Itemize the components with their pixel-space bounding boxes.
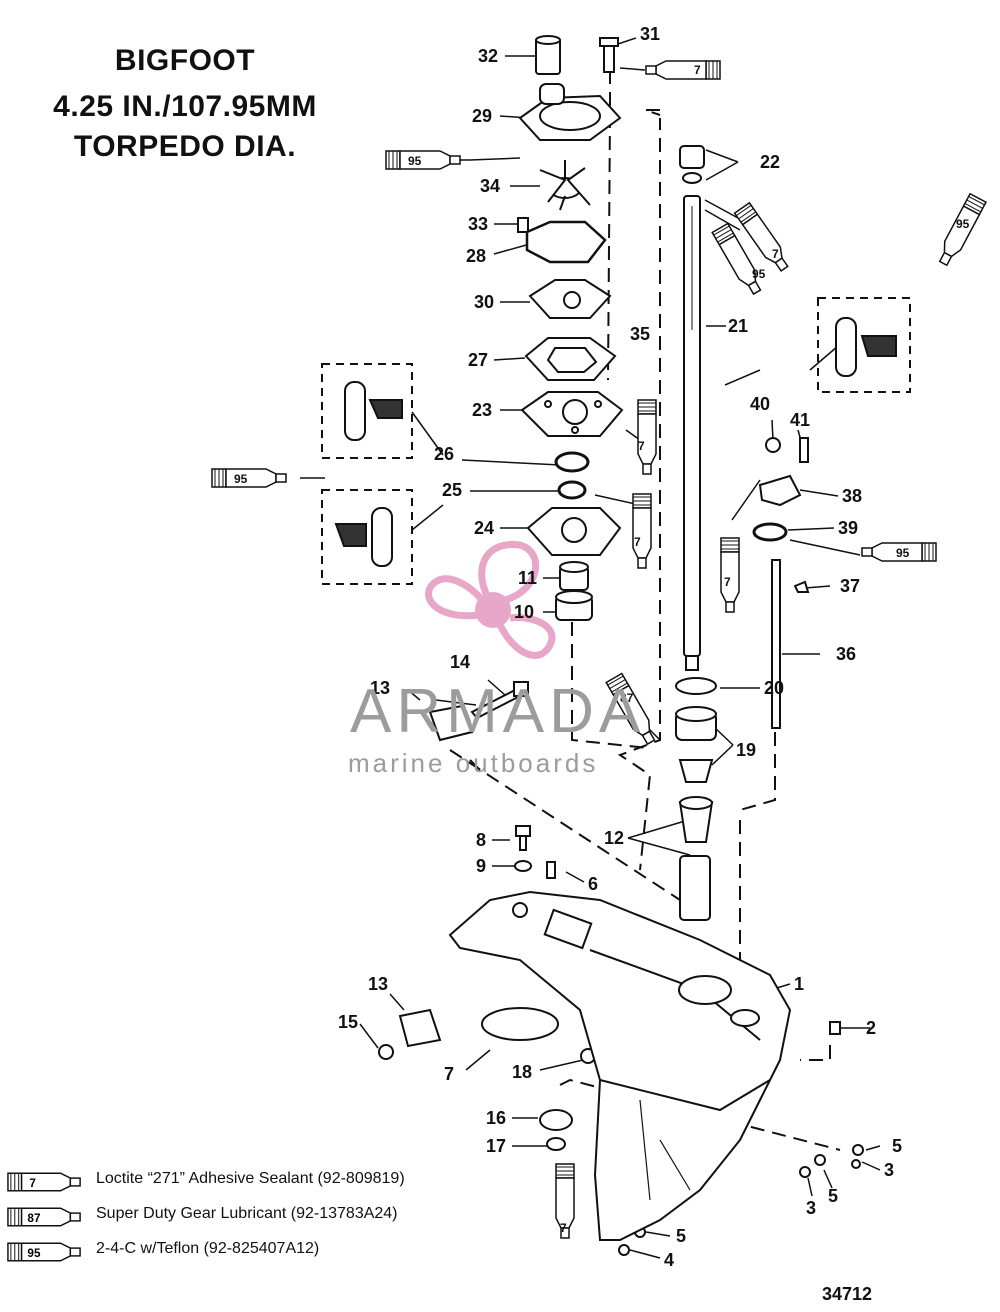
callout-5-a: 5 <box>892 1136 902 1156</box>
armada-propeller-logo <box>425 540 556 659</box>
tube-code-label: 7 <box>638 439 645 453</box>
callout-40: 40 <box>750 394 770 414</box>
legend-item-sealant: 7 Loctite “271” Adhesive Sealant (92-809… <box>6 1168 526 1196</box>
callout-19: 19 <box>736 740 756 760</box>
leader-lines <box>300 37 881 1259</box>
callout-3-a: 3 <box>884 1160 894 1180</box>
legend-text: 2-4-C w/Teflon (92-825407A12) <box>96 1240 320 1257</box>
tube-code-labels: 7 95 95 95 7 7 7 7 87 7 95 95 <box>234 63 970 1235</box>
callout-35: 35 <box>630 324 650 344</box>
callout-7: 7 <box>444 1064 454 1084</box>
callout-18: 18 <box>512 1062 532 1082</box>
callout-27: 27 <box>468 350 488 370</box>
callout-10: 10 <box>514 602 534 622</box>
gear-housing <box>448 890 792 1241</box>
callout-33: 33 <box>468 214 488 234</box>
callout-36: 36 <box>836 644 856 664</box>
callout-9: 9 <box>476 856 486 876</box>
callout-21: 21 <box>728 316 748 336</box>
callout-8: 8 <box>476 830 486 850</box>
callout-5-b: 5 <box>828 1186 838 1206</box>
sealant-tube-icon: 7 <box>7 1172 81 1192</box>
callout-5-c: 5 <box>676 1226 686 1246</box>
callout-6: 6 <box>588 874 598 894</box>
callout-20: 20 <box>764 678 784 698</box>
figure-number: 34712 <box>822 1284 873 1304</box>
watermark-brand: ARMADA <box>350 677 646 746</box>
tube-95-seals <box>211 468 287 488</box>
part-callouts: 32 31 29 34 33 28 30 27 23 26 25 24 11 1… <box>338 24 902 1270</box>
diagram-title-line-2: 4.25 IN./107.95MM <box>53 90 317 123</box>
callout-13-lower: 13 <box>368 974 388 994</box>
legend-item-grease: 95 2-4-C w/Teflon (92-825407A12) <box>6 1238 526 1266</box>
callout-17: 17 <box>486 1136 506 1156</box>
tube-7-screw <box>637 399 657 475</box>
inset-boxes <box>321 297 911 585</box>
watermark-tagline: marine outboards <box>348 748 599 778</box>
callout-32: 32 <box>478 46 498 66</box>
grease-tube-icon: 95 <box>7 1242 81 1262</box>
tube-code-label: 95 <box>752 267 766 281</box>
callout-28: 28 <box>466 246 486 266</box>
callout-30: 30 <box>474 292 494 312</box>
legend-text: Super Duty Gear Lubricant (92-13783A24) <box>96 1205 398 1222</box>
callout-41: 41 <box>790 410 810 430</box>
tube-7-seal <box>632 493 652 569</box>
callout-1: 1 <box>794 974 804 994</box>
tube-code-label: 95 <box>408 154 422 168</box>
diagram-title-line-1: BIGFOOT <box>114 44 256 77</box>
inset-seal-details <box>334 317 897 567</box>
legend-text: Loctite “271” Adhesive Sealant (92-80981… <box>96 1170 405 1187</box>
callout-16: 16 <box>486 1108 506 1128</box>
callout-39: 39 <box>838 518 858 538</box>
tube-code-label: 7 <box>772 247 779 261</box>
legend-code: 7 <box>29 1177 36 1190</box>
callout-13-upper: 13 <box>370 678 390 698</box>
callout-38: 38 <box>842 486 862 506</box>
callout-14: 14 <box>450 652 470 672</box>
callout-37: 37 <box>840 576 860 596</box>
callout-15: 15 <box>338 1012 358 1032</box>
callout-22: 22 <box>760 152 780 172</box>
callout-31: 31 <box>640 24 660 44</box>
lubricant-tube-icon: 87 <box>7 1207 81 1227</box>
callout-26: 26 <box>434 444 454 464</box>
callout-2: 2 <box>866 1018 876 1038</box>
tube-code-label: 7 <box>560 1221 567 1235</box>
callout-29: 29 <box>472 106 492 126</box>
tube-code-label: 95 <box>896 546 910 560</box>
legend-code: 87 <box>27 1212 40 1225</box>
tube-code-label: 95 <box>234 472 248 486</box>
callout-4: 4 <box>664 1250 674 1270</box>
callout-3-b: 3 <box>806 1198 816 1218</box>
tube-code-label: 7 <box>694 63 701 77</box>
parts <box>378 35 864 1256</box>
callout-23: 23 <box>472 400 492 420</box>
callout-24: 24 <box>474 518 494 538</box>
legend-item-lubricant: 87 Super Duty Gear Lubricant (92-13783A2… <box>6 1203 526 1231</box>
legend-code: 95 <box>27 1247 41 1260</box>
diagram-title-line-3: TORPEDO DIA. <box>73 130 297 163</box>
tube-7-bolt <box>645 60 721 80</box>
tube-95-pump <box>385 150 461 170</box>
impeller <box>539 160 591 211</box>
callout-34: 34 <box>480 176 500 196</box>
callout-11: 11 <box>518 568 537 588</box>
callout-12: 12 <box>604 828 624 848</box>
tube-code-label: 95 <box>956 217 970 231</box>
tube-code-label: 7 <box>634 535 641 549</box>
callout-25: 25 <box>442 480 462 500</box>
tube-code-label: 7 <box>724 575 731 589</box>
tube-code-label: 87 <box>620 691 634 705</box>
